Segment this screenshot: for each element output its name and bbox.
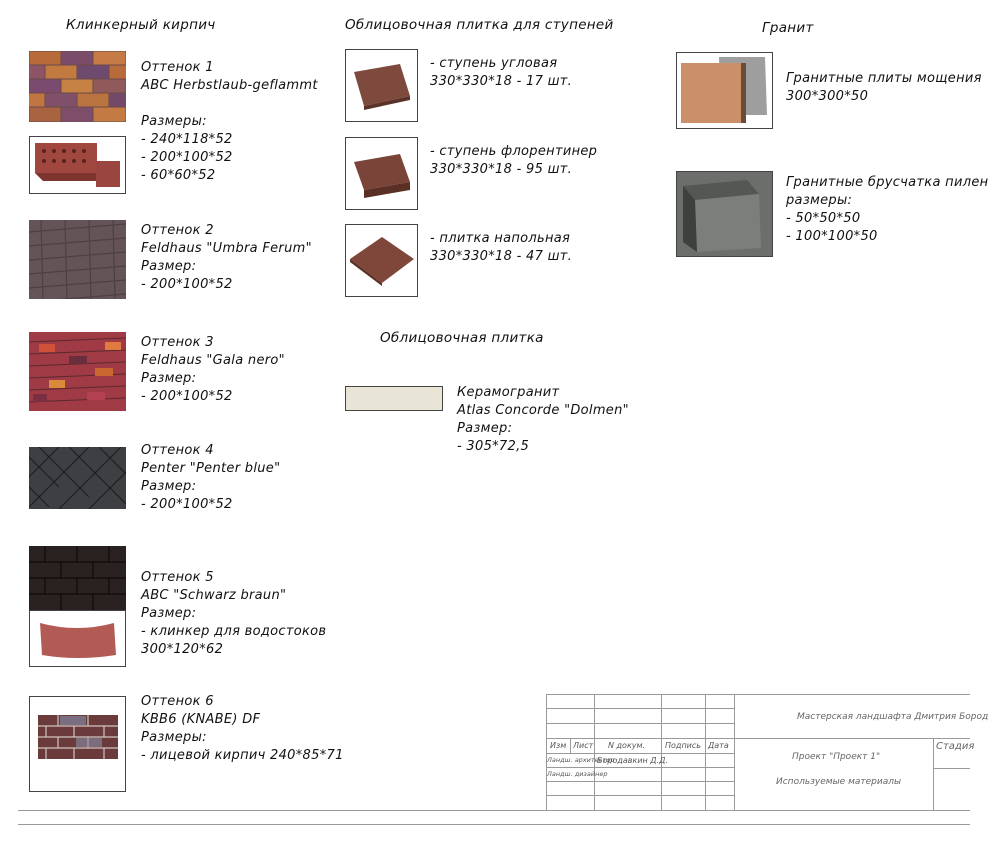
shade-3-label: Оттенок 3 (141, 335, 214, 350)
step-corner-name: - ступень угловая (430, 56, 558, 71)
granite-column-title: Гранит (762, 20, 814, 36)
step-florentine-photo (345, 137, 418, 210)
shade-1-size-3: - 60*60*52 (141, 168, 216, 183)
clinker-brick-photo-1 (29, 136, 126, 194)
granite-cobble-size-1: - 50*50*50 (786, 211, 861, 226)
floor-tile-name: - плитка напольная (430, 231, 571, 246)
facing-size-label: Размер: (457, 421, 513, 436)
floor-tile-photo (345, 224, 418, 297)
paver-texture-4 (28, 446, 127, 510)
shade-5-label: Оттенок 5 (141, 570, 214, 585)
porcelain-tile-swatch (345, 386, 443, 411)
shade-1-label: Оттенок 1 (141, 60, 214, 75)
florentine-step-image (354, 154, 410, 198)
shade-3-size-1: - 200*100*52 (141, 389, 233, 404)
header-doc-number: N докум. (608, 741, 646, 750)
floor-tile-image (350, 237, 414, 286)
shade-1-size-2: - 200*100*52 (141, 150, 233, 165)
granite-slab-photo (676, 52, 773, 129)
facing-brand: Atlas Concorde "Dolmen" (457, 403, 629, 418)
shade-3-sizes-label: Размер: (141, 371, 197, 386)
studio-name: Мастерская ландшафта Дмитрия Бород (797, 712, 989, 722)
shade-5-name: ABC "Schwarz braun" (141, 588, 287, 603)
header-change: Изм (550, 741, 567, 750)
project-name: Проект "Проект 1" (792, 752, 881, 762)
frame-line-bottom (18, 824, 970, 825)
frame-line (18, 810, 970, 811)
shade-2-size-1: - 200*100*52 (141, 277, 233, 292)
paver-texture-3 (28, 332, 127, 411)
facing-brick-image (30, 697, 125, 791)
shade-4-label: Оттенок 4 (141, 443, 214, 458)
granite-cobble-size-2: - 100*100*50 (786, 229, 878, 244)
facing-name: Керамогранит (457, 385, 560, 400)
shade-2-name: Feldhaus "Umbra Ferum" (141, 241, 312, 256)
granite-slab-size: 300*300*50 (786, 89, 869, 104)
granite-cobble-image (677, 172, 772, 256)
step-florentine-name: - ступень флорентинер (430, 144, 598, 159)
shade-6-label: Оттенок 6 (141, 694, 214, 709)
perforated-brick-image (30, 137, 125, 193)
shade-5-sizes-label: Размер: (141, 606, 197, 621)
clinker-gutter-photo (29, 610, 126, 667)
row2-role: Ландш. дизайнер (547, 770, 608, 778)
header-sheet: Лист (573, 741, 594, 750)
step-corner-size: 330*330*18 - 17 шт. (430, 74, 573, 89)
clinker-swatch-4 (28, 446, 127, 510)
clinker-swatch-3 (28, 332, 127, 411)
shade-6-size-1: - лицевой кирпич 240*85*71 (141, 748, 344, 763)
shade-6-name: KBB6 (KNABE) DF (141, 712, 261, 727)
step-florentine-size: 330*330*18 - 95 шт. (430, 162, 573, 177)
shade-1-sizes-label: Размеры: (141, 114, 207, 129)
shade-1-name: ABC Herbstlaub-geflammt (141, 78, 318, 93)
paver-texture-2 (28, 219, 127, 303)
step-tiles-column-title: Облицовочная плитка для ступеней (345, 17, 614, 33)
granite-cobble-name: Гранитные брусчатка пилен (786, 175, 989, 190)
clinker-swatch-2 (28, 219, 127, 303)
granite-cobble-photo (676, 171, 773, 257)
header-date: Дата (708, 741, 729, 750)
gutter-clinker-image (30, 611, 125, 666)
facing-column-title: Облицовочная плитка (380, 330, 544, 346)
step-corner-photo (345, 49, 418, 122)
brick-texture-1 (12, 50, 142, 123)
shade-2-label: Оттенок 2 (141, 223, 214, 238)
shade-1-size-1: - 240*118*52 (141, 132, 233, 147)
shade-6-sizes-label: Размеры: (141, 730, 207, 745)
row1-name: Бородавкин Д.Д. (597, 756, 668, 765)
facing-size: - 305*72,5 (457, 439, 530, 454)
paver-texture-5 (29, 546, 126, 610)
shade-4-size-1: - 200*100*52 (141, 497, 233, 512)
shade-5-size-1: - клинкер для водостоков (141, 624, 327, 639)
clinker-swatch-5 (29, 546, 126, 610)
shade-3-name: Feldhaus "Gala nero" (141, 353, 285, 368)
corner-step-image (354, 64, 410, 110)
granite-cobble-sizes-label: размеры: (786, 193, 853, 208)
floor-tile-size: 330*330*18 - 47 шт. (430, 249, 573, 264)
clinker-column-title: Клинкерный кирпич (66, 17, 216, 33)
row1-role: Ландш. архитектор (547, 756, 615, 764)
clinker-swatch-1 (12, 50, 142, 123)
granite-slab-name: Гранитные плиты мощения (786, 71, 982, 86)
granite-slab-image (677, 53, 772, 128)
shade-2-sizes-label: Размер: (141, 259, 197, 274)
shade-4-sizes-label: Размер: (141, 479, 197, 494)
sheet-title: Используемые материалы (776, 777, 902, 787)
shade-4-name: Penter "Penter blue" (141, 461, 281, 476)
stage-label: Стадия (936, 741, 975, 752)
clinker-swatch-6 (29, 696, 126, 792)
header-signature: Подпись (665, 741, 701, 750)
shade-5-size-2: 300*120*62 (141, 642, 224, 657)
